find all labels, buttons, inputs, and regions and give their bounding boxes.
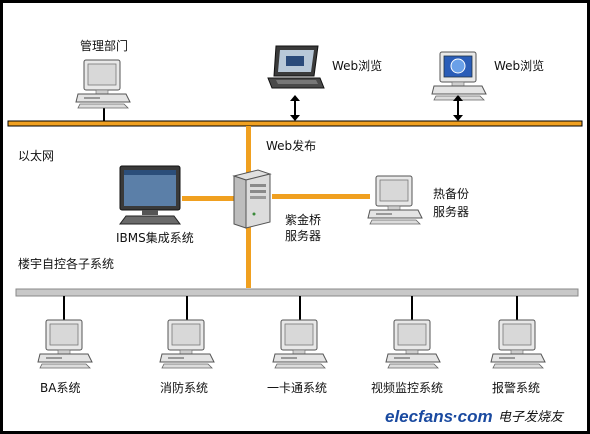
subsystem-label-2: 消防系统 (160, 380, 208, 395)
laptop-icon (267, 45, 325, 89)
subsystem-computer-icon-5 (490, 319, 546, 369)
hot-backup-label-2: 服务器 (433, 204, 469, 219)
hot-backup-label-1: 热备份 (433, 187, 469, 201)
watermark-brand: elecfans (385, 407, 453, 426)
hot-backup-computer-icon (367, 175, 423, 225)
bidirectional-arrow-icon (289, 94, 301, 122)
ibms-link (182, 196, 246, 201)
subsystem-links (63, 296, 518, 320)
web-browse-label-1: Web浏览 (332, 58, 382, 73)
ibms-label: IBMS集成系统 (116, 230, 194, 245)
zijinqiao-label-1: 紫金桥 (285, 212, 321, 227)
subsystem-bus (15, 288, 579, 297)
management-computer-icon (75, 59, 131, 109)
subsystem-computer-icon-4 (385, 319, 441, 369)
ibms-workstation-icon (119, 165, 181, 225)
watermark-cn: 电子发烧友 (498, 410, 565, 425)
web-browse-label-2: Web浏览 (494, 58, 544, 73)
subsystem-label-5: 报警系统 (492, 380, 540, 395)
management-label: 管理部门 (80, 38, 128, 53)
subsystem-label-1: BA系统 (40, 381, 80, 395)
server-tower-icon (233, 169, 271, 229)
subsystem-label-3: 一卡通系统 (267, 381, 327, 395)
subsystem-computer-icon-2 (159, 319, 215, 369)
subsystem-label-4: 视频监控系统 (371, 380, 443, 395)
web-publish-label: Web发布 (266, 138, 316, 153)
subsystem-computer-icon-1 (37, 319, 93, 369)
watermark-suffix: ·com (452, 407, 493, 426)
backup-link (272, 194, 370, 199)
ethernet-bus (7, 120, 583, 127)
browser-computer-icon (431, 51, 487, 101)
subsystem-computer-icon-3 (272, 319, 328, 369)
building-subsystems-label: 楼宇自控各子系统 (18, 256, 114, 271)
zijinqiao-label-2: 服务器 (285, 228, 321, 243)
ethernet-label: 以太网 (18, 148, 54, 163)
elecfans-watermark: elecfans ·com 电子发烧友 (385, 407, 565, 426)
